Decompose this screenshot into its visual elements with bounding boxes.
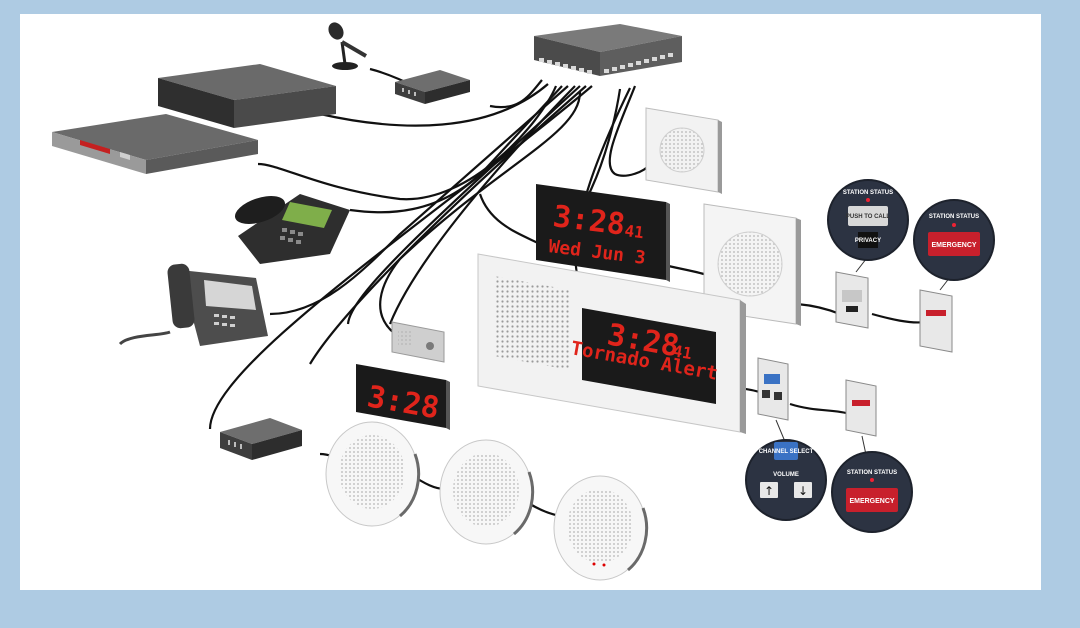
amplifier-top	[395, 70, 470, 104]
emergency-top-button: EMERGENCY	[931, 242, 976, 249]
callout-push-to-call: STATION STATUS PUSH TO CALL PRIVACY	[827, 179, 909, 261]
callout-emergency-bottom: STATION STATUS EMERGENCY	[831, 451, 913, 533]
network-switch	[534, 24, 682, 76]
clock-panel-seconds: 41	[671, 341, 693, 363]
callout-emergency-top: STATION STATUS EMERGENCY	[913, 199, 995, 281]
volume-label: VOLUME	[773, 472, 799, 478]
push-to-call-button: PUSH TO CALL	[846, 214, 891, 220]
intercom-plate	[391, 321, 445, 363]
emergency-bottom-button: EMERGENCY	[849, 498, 894, 505]
volume-up-icon: ↑	[764, 484, 774, 498]
rack-clock-master	[52, 114, 258, 174]
privacy-button: PRIVACY	[855, 238, 881, 244]
emergency-bottom-status-label: STATION STATUS	[847, 470, 897, 476]
callout-volume: CHANNEL SELECT VOLUME ↑ ↓	[745, 439, 827, 521]
led-clock-date: 3:28 41 Wed Jun 3	[536, 184, 670, 282]
channel-select-button: CHANNEL SELECT	[759, 449, 814, 455]
amplifier-bottom	[220, 418, 302, 460]
ceiling-speaker-square-small	[645, 107, 722, 194]
diagram-canvas: 3:28 41 Wed Jun 3 3:28 41 Tornado Alert …	[20, 14, 1041, 590]
push-status-label: STATION STATUS	[843, 190, 893, 196]
station-volume	[757, 357, 789, 421]
round-speaker-1	[325, 421, 421, 527]
network-diagram: 3:28 41 Wed Jun 3 3:28 41 Tornado Alert …	[52, 22, 995, 581]
rack-controller	[158, 64, 336, 137]
speaker-clock-panel: 3:28 41 Tornado Alert	[477, 253, 746, 434]
round-speaker-2	[439, 439, 535, 545]
station-emergency-top	[919, 289, 953, 353]
round-speaker-3	[553, 475, 649, 581]
ip-phone	[118, 263, 268, 346]
station-push-to-call	[835, 271, 869, 329]
ceiling-speaker-square-large	[703, 203, 801, 326]
volume-down-icon: ↓	[798, 484, 808, 498]
emergency-top-status-label: STATION STATUS	[929, 214, 979, 220]
station-emergency-bottom	[845, 379, 877, 437]
microphone	[328, 22, 368, 70]
clock-small-time: 3:28	[551, 199, 627, 243]
desk-phone	[234, 194, 350, 264]
led-clock-digital: 3:28	[356, 364, 450, 430]
clock-small-seconds: 41	[624, 221, 645, 242]
